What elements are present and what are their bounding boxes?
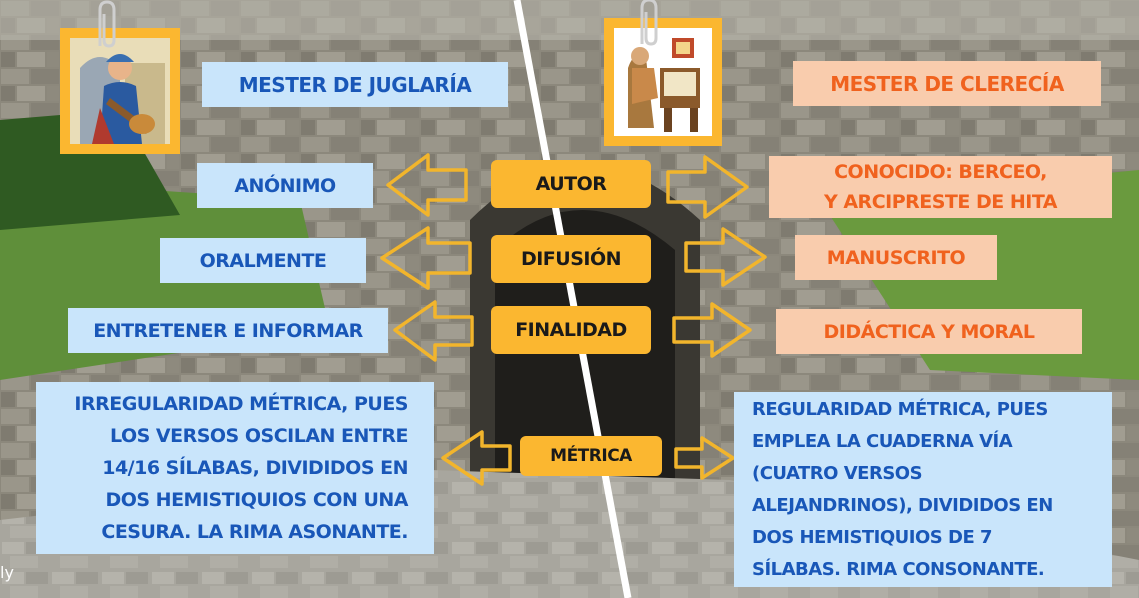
clerecia-title: MESTER DE CLERECÍA	[793, 61, 1101, 106]
label-autor: AUTOR	[491, 160, 651, 208]
corner-text: ly	[0, 563, 14, 582]
clerecia-finalidad: DIDÁCTICA Y MORAL	[776, 309, 1082, 354]
minstrel-playing-lute-illustration	[70, 38, 170, 144]
clerecia-metrica: REGULARIDAD MÉTRICA, PUES EMPLEA LA CUAD…	[734, 392, 1112, 587]
juglaria-autor: ANÓNIMO	[197, 163, 373, 208]
label-difusion: DIFUSIÓN	[491, 235, 651, 283]
label-finalidad: FINALIDAD	[491, 306, 651, 354]
monk-scribe-writing-illustration	[614, 28, 712, 136]
clerecia-difusion: MANUSCRITO	[795, 235, 997, 280]
juglaria-metrica: IRREGULARIDAD MÉTRICA, PUES LOS VERSOS O…	[36, 382, 434, 554]
juglaria-title: MESTER DE JUGLARÍA	[202, 62, 508, 107]
scribe-image-frame	[604, 18, 722, 146]
label-metrica: MÉTRICA	[520, 436, 662, 476]
minstrel-image-frame	[60, 28, 180, 154]
paperclip-icon	[98, 0, 116, 48]
paperclip-icon	[640, 0, 658, 46]
juglaria-difusion: ORALMENTE	[160, 238, 366, 283]
clerecia-autor: CONOCIDO: BERCEO, Y ARCIPRESTE DE HITA	[769, 156, 1112, 218]
juglaria-finalidad: ENTRETENER E INFORMAR	[68, 308, 388, 353]
